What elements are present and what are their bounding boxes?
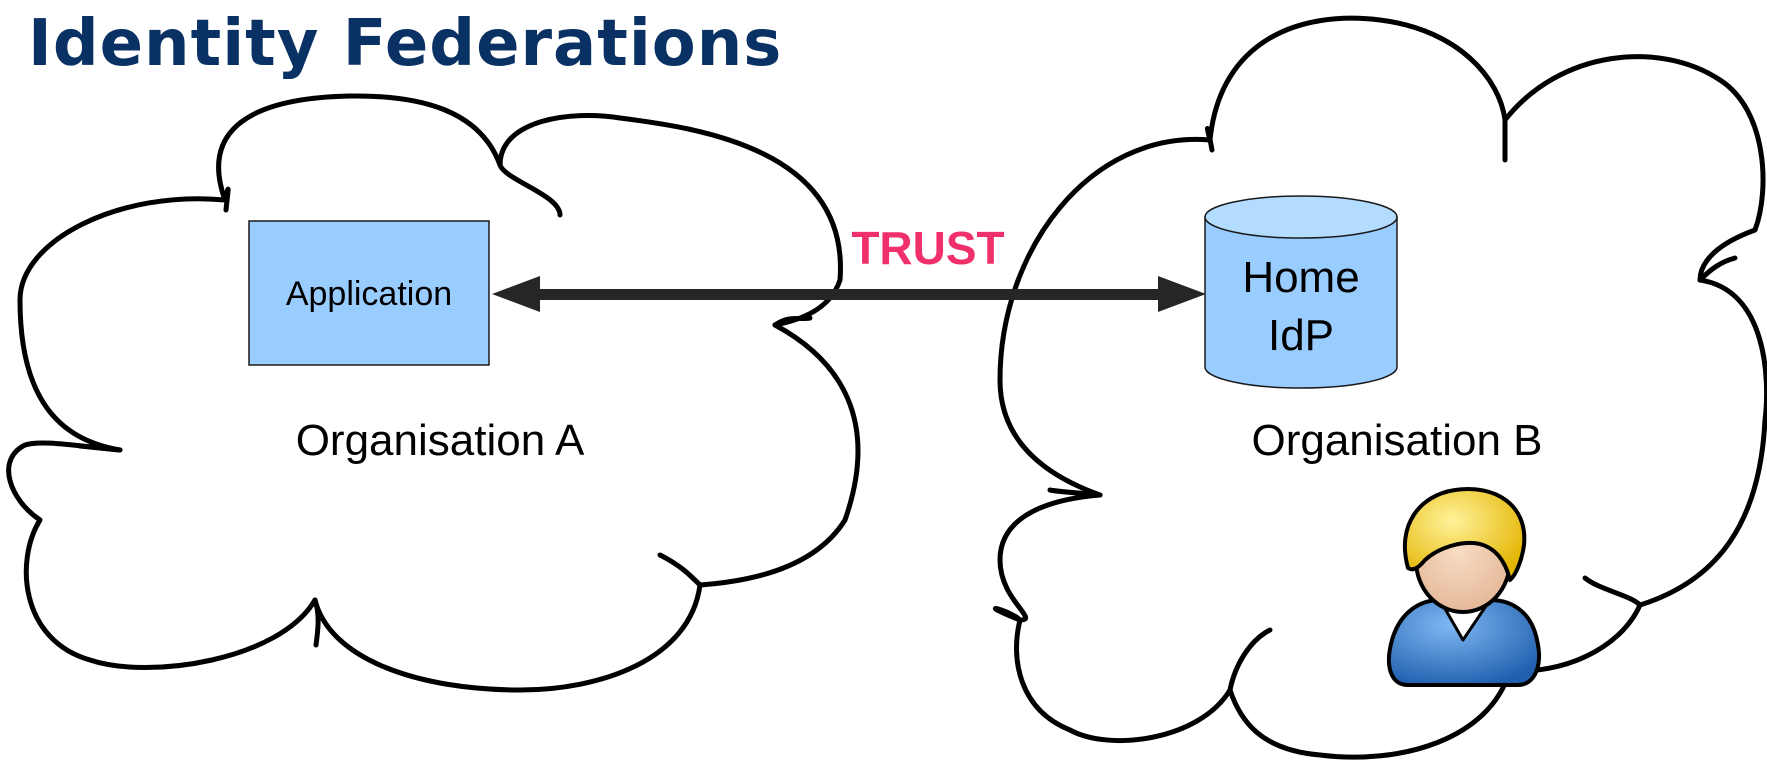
application-box: Application <box>248 220 490 366</box>
organisation-a-label: Organisation A <box>296 416 585 465</box>
person-icon <box>1387 487 1541 687</box>
idp-label-line1: Home <box>1242 253 1359 302</box>
idp-label-line2: IdP <box>1268 311 1334 360</box>
organisation-b-label: Organisation B <box>1251 416 1542 465</box>
application-label: Application <box>286 275 452 313</box>
home-idp-database-icon: Home IdP <box>1204 195 1398 389</box>
cloud-organisation-a <box>6 93 861 693</box>
cloud-organisation-b <box>992 15 1767 760</box>
trust-arrow <box>492 276 1206 312</box>
page-title: Identity Federations <box>28 7 783 81</box>
trust-label: TRUST <box>851 222 1004 274</box>
